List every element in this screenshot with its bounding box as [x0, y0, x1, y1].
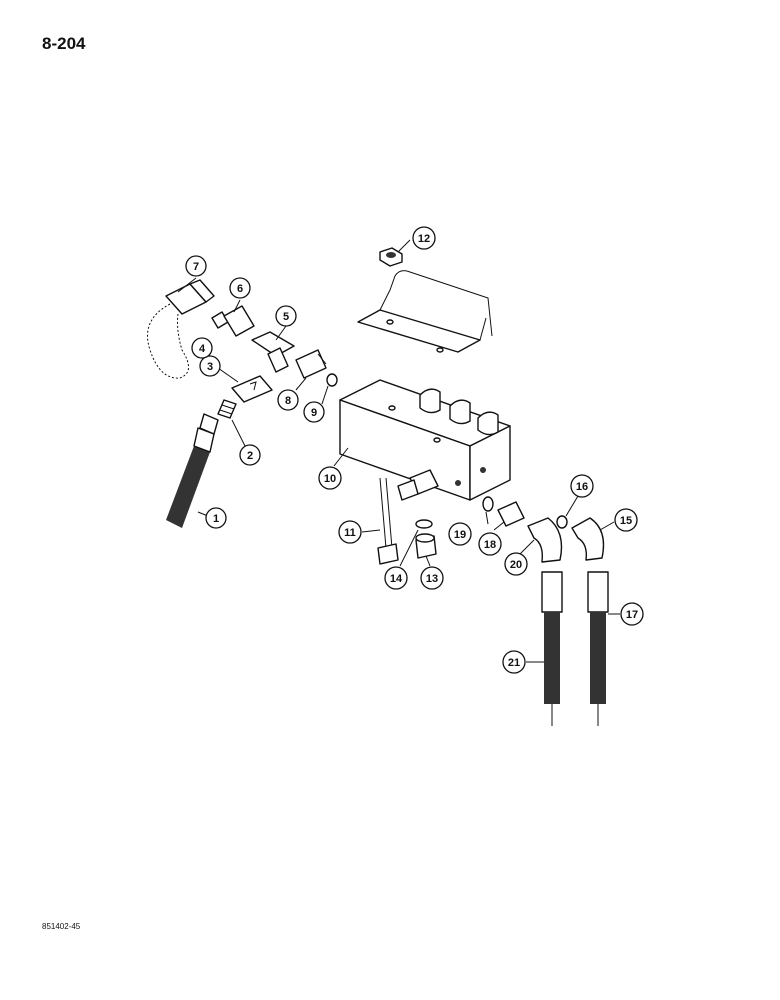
callout-14: 14 [384, 566, 408, 590]
callout-2: 2 [239, 444, 261, 466]
svg-text:7: 7 [193, 261, 199, 273]
bolt-part-11 [377, 477, 399, 565]
svg-text:19: 19 [454, 529, 466, 541]
o-ring-part-9 [326, 373, 338, 387]
svg-text:17: 17 [626, 609, 638, 621]
callout-12: 12 [412, 226, 436, 250]
dust-cap-chain-part-7 [147, 279, 215, 379]
svg-text:16: 16 [576, 481, 588, 493]
callout-21: 21 [502, 650, 526, 674]
callout-10: 10 [318, 466, 342, 490]
svg-text:11: 11 [344, 527, 356, 539]
svg-text:18: 18 [484, 539, 496, 551]
svg-text:6: 6 [237, 283, 243, 295]
block-face-fitting [397, 469, 439, 501]
callout-8: 8 [277, 389, 299, 411]
o-ring-part-19 [482, 496, 494, 512]
adapter-part-8 [295, 349, 327, 379]
callout-6: 6 [229, 277, 251, 299]
hose-part-17 [587, 571, 609, 726]
callout-5: 5 [275, 305, 297, 327]
hose-part-1 [166, 413, 219, 528]
svg-text:3: 3 [207, 361, 213, 373]
coupler-part-6 [211, 305, 255, 337]
hose-part-21 [541, 571, 563, 726]
callout-11: 11 [338, 520, 362, 544]
elbow-part-20 [527, 517, 563, 563]
svg-text:8: 8 [285, 395, 291, 407]
callout-17: 17 [620, 602, 644, 626]
callout-16: 16 [570, 474, 594, 498]
callout-3: 3 [199, 355, 221, 377]
callout-15: 15 [614, 508, 638, 532]
leader-lines [177, 239, 620, 663]
svg-text:2: 2 [247, 450, 253, 462]
adapter-part-2 [217, 399, 237, 419]
callout-4: 4 [191, 337, 213, 359]
svg-text:14: 14 [390, 573, 403, 585]
manifold-block-part-10 [339, 379, 511, 501]
svg-text:12: 12 [418, 233, 430, 245]
svg-text:21: 21 [508, 657, 520, 669]
svg-text:15: 15 [620, 515, 632, 527]
svg-text:5: 5 [283, 311, 289, 323]
plug-part-13 [415, 533, 437, 559]
callout-1: 1 [205, 507, 227, 529]
o-ring-part-16 [556, 515, 568, 529]
svg-text:20: 20 [510, 559, 522, 571]
nut-part-12 [379, 247, 403, 267]
callout-7: 7 [185, 255, 207, 277]
callout-18: 18 [478, 532, 502, 556]
adapter-part-18 [497, 501, 525, 527]
elbow-part-15 [571, 517, 605, 561]
check-valve-part-3-4 [231, 375, 273, 403]
svg-text:1: 1 [213, 513, 219, 525]
washer-part-14 [415, 519, 433, 529]
callout-9: 9 [303, 401, 325, 423]
svg-text:10: 10 [324, 473, 336, 485]
figure-code: 851402-45 [42, 922, 81, 931]
callout-19: 19 [448, 522, 472, 546]
mounting-bracket [357, 270, 493, 353]
page-number: 8-204 [42, 34, 86, 53]
svg-text:4: 4 [199, 343, 206, 355]
svg-text:13: 13 [426, 573, 438, 585]
callout-13: 13 [420, 566, 444, 590]
tee-fitting-part-5 [251, 331, 295, 373]
callout-20: 20 [504, 552, 528, 576]
svg-text:9: 9 [311, 407, 317, 419]
